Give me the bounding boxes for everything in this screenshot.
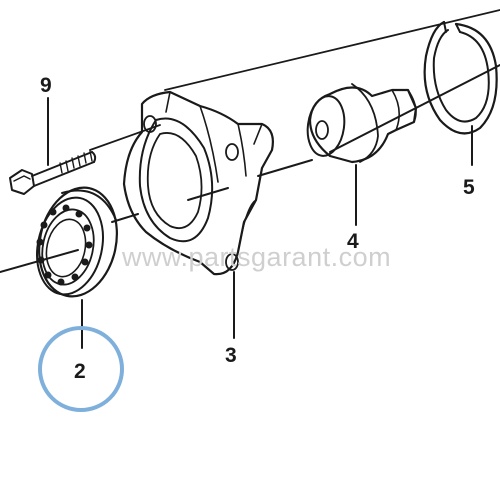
bolt-part bbox=[9, 150, 97, 195]
leader-lines bbox=[47, 97, 473, 349]
watermark: www.partsgarant.com bbox=[121, 242, 391, 272]
callout-9: 9 bbox=[40, 74, 52, 97]
bearing-part bbox=[36, 186, 118, 298]
snap-ring-part bbox=[423, 20, 498, 135]
callout-3: 3 bbox=[225, 344, 237, 367]
callout-5: 5 bbox=[463, 176, 475, 199]
bushing-part bbox=[306, 83, 418, 164]
bearing-housing-part bbox=[122, 90, 274, 276]
callout-4: 4 bbox=[347, 230, 359, 253]
callout-2: 2 bbox=[74, 360, 86, 383]
highlight-circle bbox=[38, 326, 124, 412]
assembly-axis-line bbox=[0, 9, 500, 273]
